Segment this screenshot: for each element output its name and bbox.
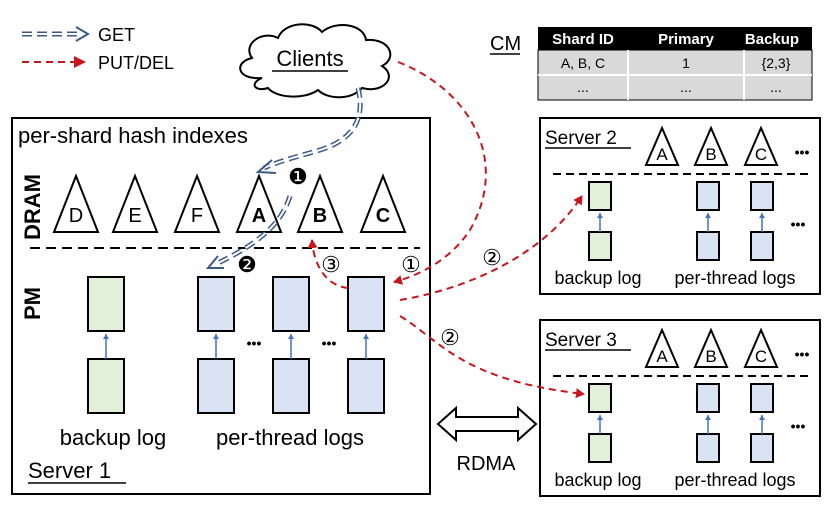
server-2-backup-log-label: backup log — [554, 268, 641, 288]
put-legend-arrowhead — [74, 56, 86, 68]
server-3-title: Server 3 — [545, 330, 617, 351]
server-3-shard-a: A — [644, 327, 680, 368]
shard-index-a: A — [235, 173, 283, 233]
cm-header-shard: Shard ID — [552, 31, 614, 48]
shard-label: F — [191, 205, 203, 227]
cm-header-row — [538, 27, 812, 50]
server-3-thread-logs — [696, 383, 774, 463]
server-1-thread-log-1 — [197, 276, 235, 414]
server-1: per-shard hash indexes DRAM PM D E F A B… — [11, 117, 431, 495]
shard-index-e: E — [111, 173, 159, 233]
shard-label: C — [376, 205, 390, 227]
server-2-backup-log — [588, 181, 612, 261]
server-3-backup-log — [588, 383, 612, 463]
server-1-box — [11, 117, 431, 495]
server-2-box — [539, 117, 821, 295]
server-3-shard-ellipsis: ••• — [795, 346, 810, 362]
shard-label: E — [128, 205, 141, 227]
thread-logs-ellipsis-2: ••• — [322, 335, 337, 351]
server-2-shard-a: A — [644, 125, 680, 166]
cloud-icon — [239, 23, 392, 99]
cm-header-backup: Backup — [745, 31, 799, 48]
cm-table: CM Shard ID Primary Backup A, B, C 1 {2,… — [490, 27, 813, 101]
shard-index-f: F — [173, 173, 221, 233]
server-3-log-ellipsis: ••• — [791, 418, 806, 434]
legend: GET PUT/DEL — [22, 25, 174, 73]
svg-text:B: B — [705, 145, 716, 164]
server-3: Server 3 A B C ••• ••• bac — [539, 319, 821, 497]
put-legend-label: PUT/DEL — [98, 53, 174, 73]
dram-label: DRAM — [20, 174, 45, 240]
shard-index-d: D — [52, 173, 100, 233]
thread-logs-ellipsis-1: ••• — [247, 335, 262, 351]
cm-label: CM — [490, 33, 521, 55]
server-2-shard-ellipsis: ••• — [795, 144, 810, 160]
clients-cloud: Clients — [239, 23, 392, 99]
clients-label: Clients — [276, 46, 343, 71]
server-1-thread-log-3 — [347, 276, 385, 414]
get-path — [205, 87, 363, 269]
svg-text:C: C — [755, 347, 767, 366]
cm-cell-more-2: ... — [680, 79, 692, 95]
put-path — [307, 61, 585, 399]
cm-header-primary: Primary — [658, 31, 715, 48]
server-3-thread-logs-label: per-thread logs — [674, 470, 795, 490]
step-put-2-server-2: ② — [482, 245, 502, 270]
svg-text:A: A — [656, 347, 668, 366]
server-2-title: Server 2 — [545, 128, 617, 149]
rdma-link: RDMA — [436, 405, 538, 475]
server-3-shard-c: C — [743, 327, 779, 368]
server-3-box — [539, 319, 821, 497]
get-legend-arrowhead — [75, 26, 90, 42]
shard-index-b: B — [296, 173, 344, 233]
pm-label: PM — [20, 287, 45, 320]
cm-cell-backup: {2,3} — [762, 55, 791, 71]
index-title: per-shard hash indexes — [18, 123, 248, 148]
server-3-shard-b: B — [693, 327, 729, 368]
server-2-log-ellipsis: ••• — [791, 216, 806, 232]
server-2-thread-logs-label: per-thread logs — [674, 268, 795, 288]
step-get-2: ❷ — [237, 252, 257, 277]
server-2-shard-c: C — [743, 125, 779, 166]
server-1-backup-log-label: backup log — [60, 425, 166, 450]
svg-text:B: B — [705, 347, 716, 366]
server-2: Server 2 A B C ••• ••• bac — [539, 117, 821, 295]
cm-cell-more-1: ... — [577, 79, 589, 95]
server-2-thread-logs — [696, 181, 774, 261]
server-2-shard-b: B — [693, 125, 729, 166]
double-arrow-icon — [436, 405, 538, 443]
shard-label: D — [69, 205, 83, 227]
cm-cell-primary: 1 — [682, 55, 690, 71]
get-legend-label: GET — [98, 25, 135, 45]
step-put-3: ③ — [321, 252, 341, 277]
cm-cell-shard: A, B, C — [561, 55, 605, 71]
server-1-title: Server 1 — [28, 458, 111, 483]
server-1-backup-log — [87, 276, 125, 414]
rdma-label: RDMA — [457, 453, 517, 475]
shard-label: B — [313, 205, 327, 227]
step-put-2-server-3: ② — [440, 325, 460, 350]
step-get-1: ❶ — [288, 164, 308, 189]
server-3-backup-log-label: backup log — [554, 470, 641, 490]
server-1-thread-log-2 — [272, 276, 310, 414]
shard-index-c: C — [359, 173, 407, 233]
server-1-thread-logs-label: per-thread logs — [216, 425, 364, 450]
shard-label: A — [252, 205, 266, 227]
step-put-1: ① — [401, 252, 421, 277]
svg-text:A: A — [656, 145, 668, 164]
cm-cell-more-3: ... — [770, 79, 782, 95]
svg-text:C: C — [755, 145, 767, 164]
